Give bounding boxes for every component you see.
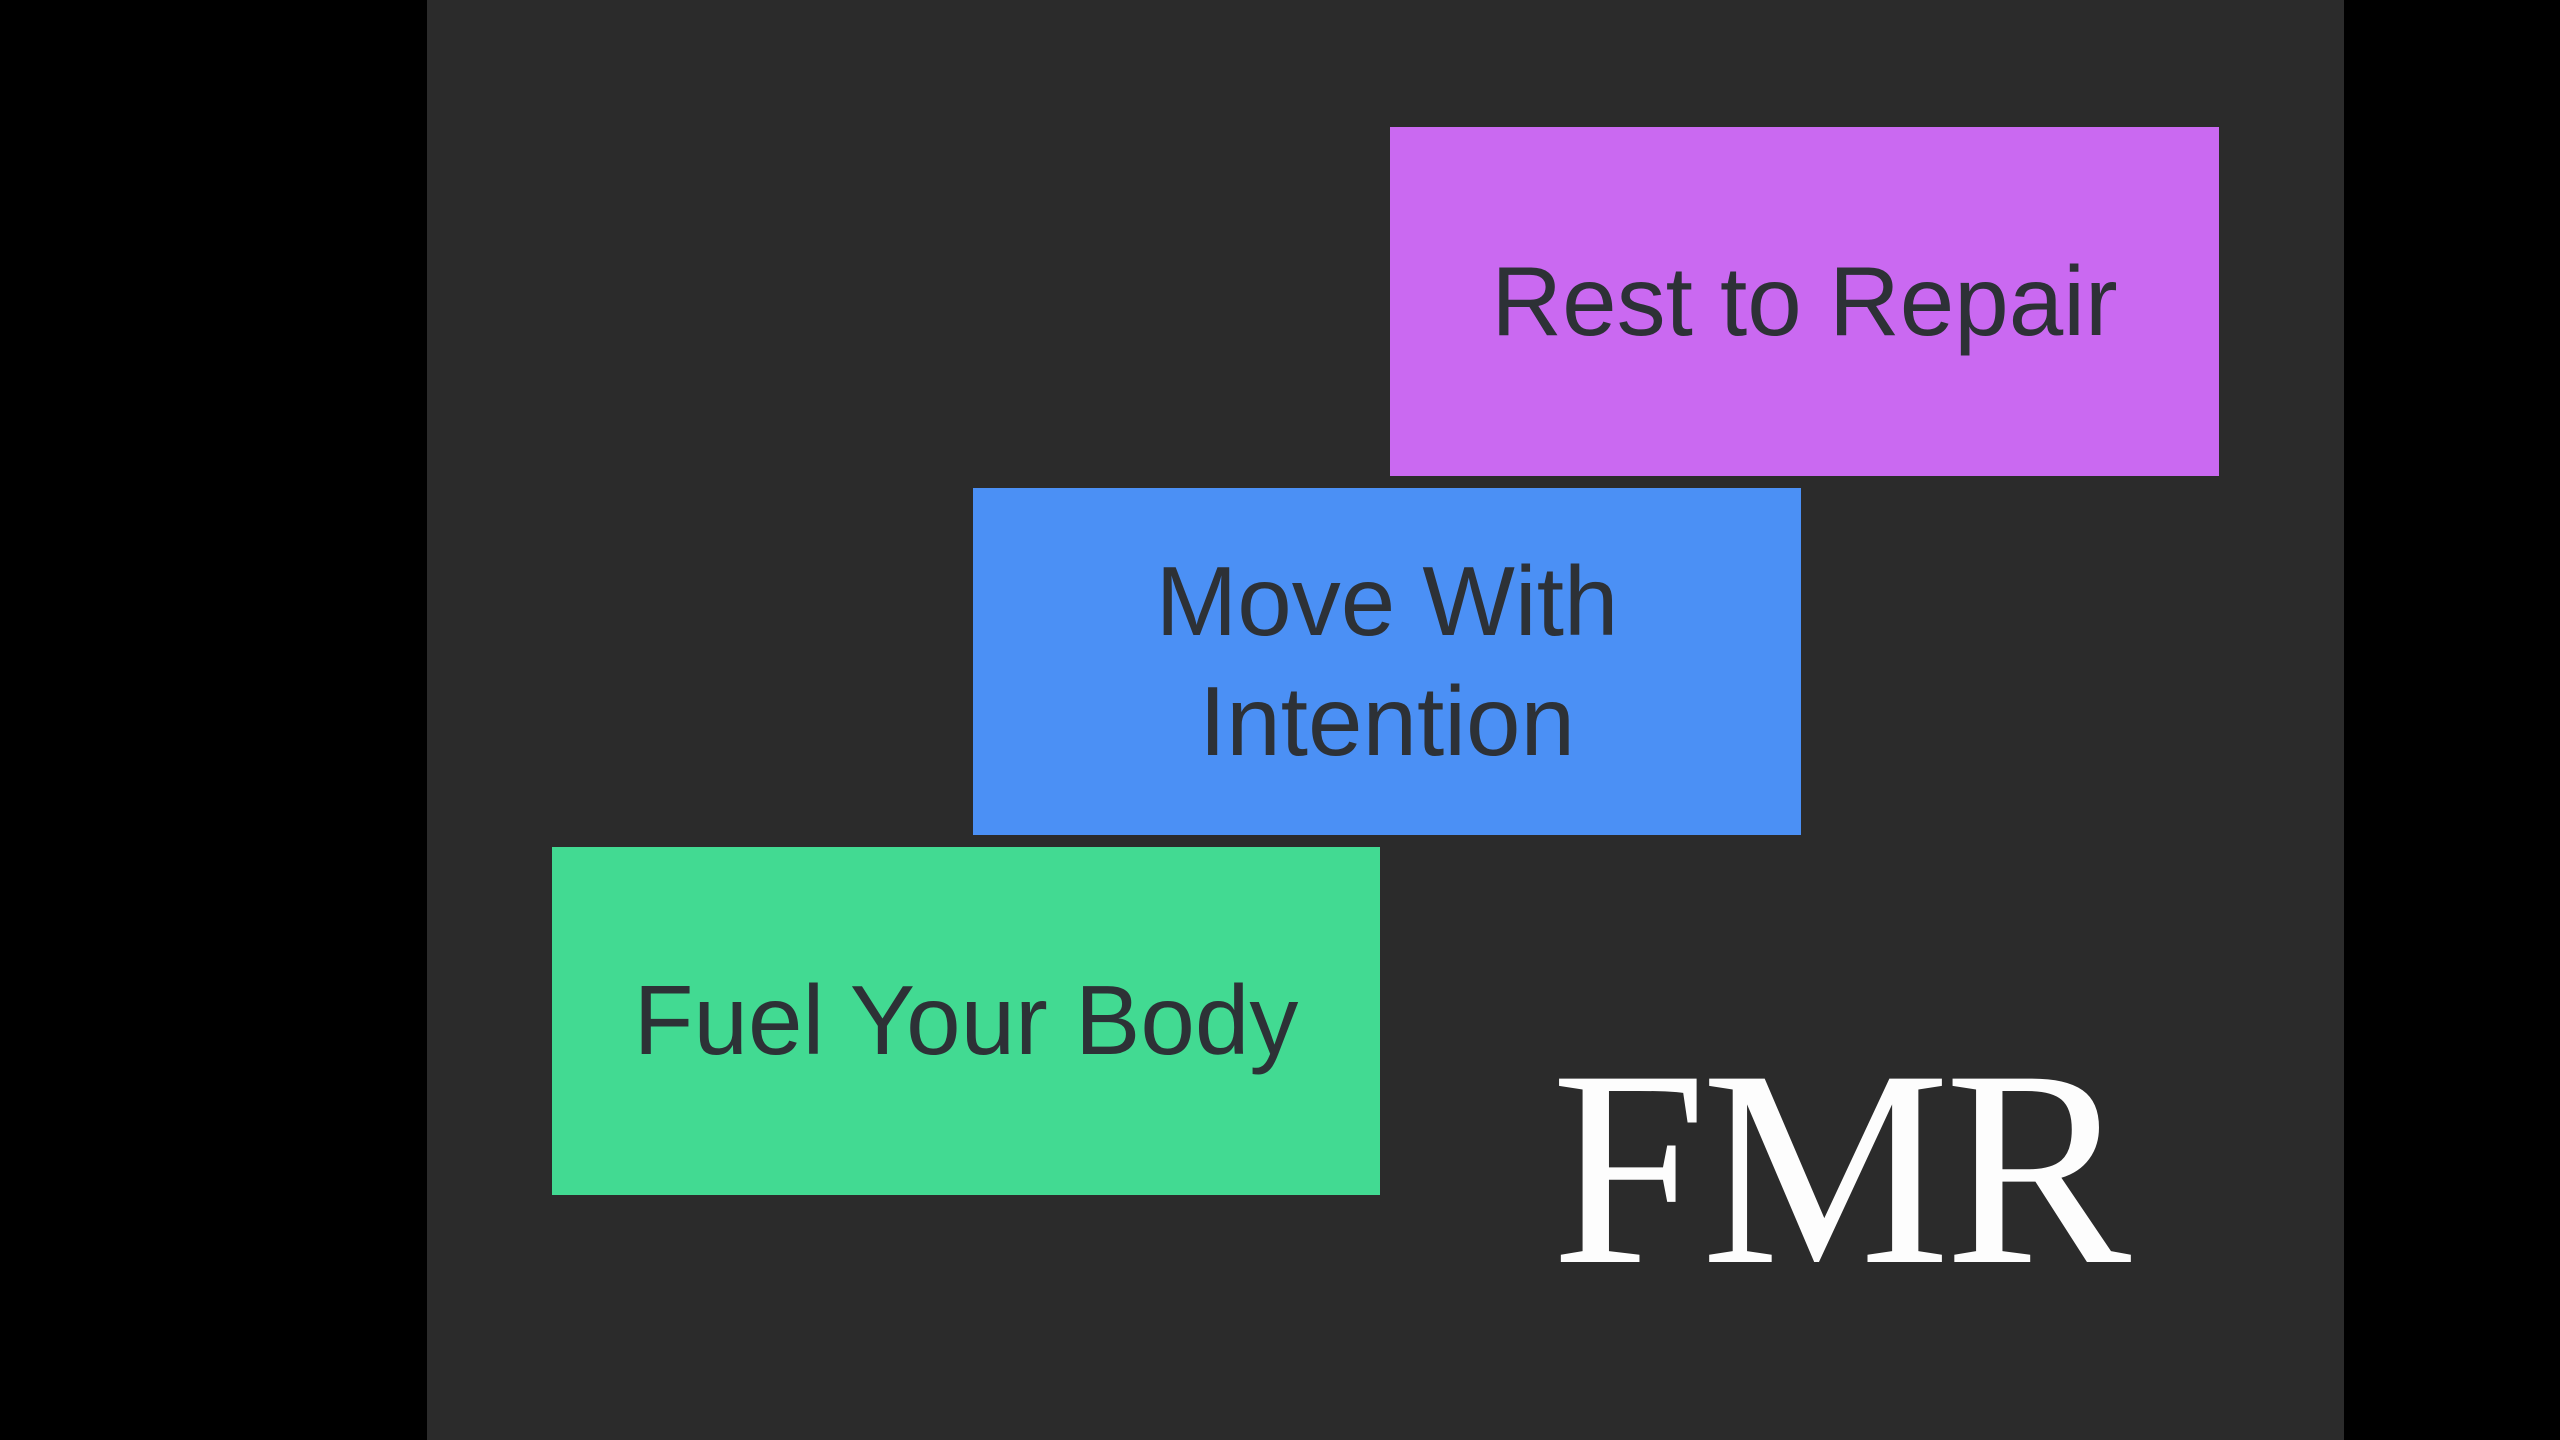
letterbox-right — [2344, 0, 2560, 1440]
letterbox-left — [0, 0, 427, 1440]
card-rest-to-repair-label: Rest to Repair — [1491, 245, 2118, 356]
card-fuel-your-body[interactable]: Fuel Your Body — [552, 847, 1380, 1195]
slide-canvas[interactable]: Rest to Repair Move With Intention Fuel … — [427, 0, 2344, 1440]
card-move-with-intention-label: Move With Intention — [1155, 545, 1619, 776]
card-rest-to-repair[interactable]: Rest to Repair — [1390, 127, 2219, 476]
card-fuel-your-body-label: Fuel Your Body — [633, 965, 1299, 1076]
card-move-with-intention[interactable]: Move With Intention — [973, 488, 1801, 835]
fmr-logo: FMR — [1551, 1012, 2131, 1323]
